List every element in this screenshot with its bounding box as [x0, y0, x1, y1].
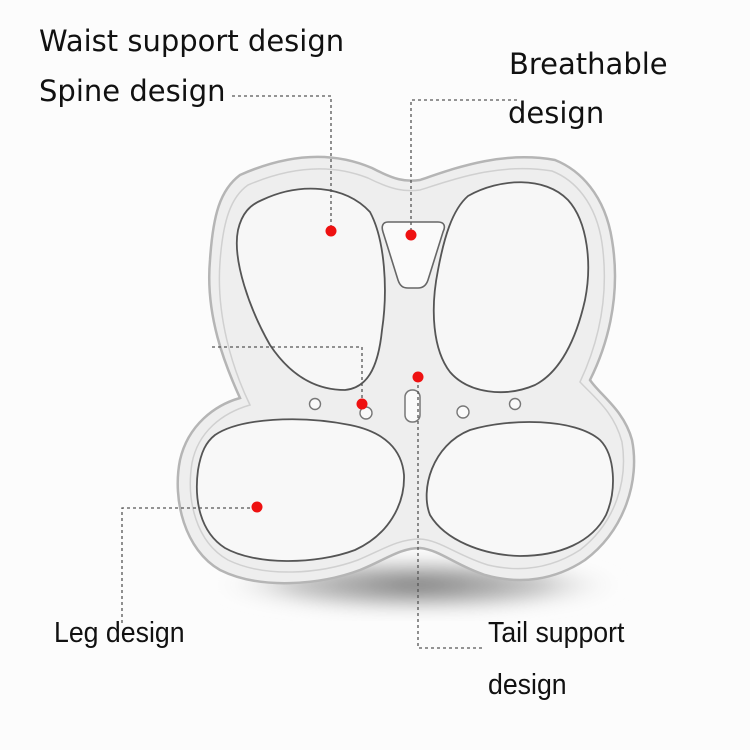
leg-label: Leg design [54, 617, 185, 649]
spine-label: Spine design [39, 74, 226, 108]
tail-support-label-line1: Tail support [488, 617, 625, 649]
waist-support-label: Waist support design [39, 24, 345, 58]
waist-support-marker [325, 225, 337, 237]
breathable-vent [381, 221, 446, 289]
breathable-leader-line [410, 99, 517, 233]
leg-leader-line [121, 507, 256, 623]
pad-lower-right [425, 421, 614, 557]
breathable-marker [405, 229, 417, 241]
breathable-label-line2: design [508, 96, 605, 130]
hole [456, 405, 470, 419]
hole [508, 397, 522, 411]
spine-marker [356, 398, 368, 410]
central-slot [404, 389, 421, 423]
pad-lower-left [195, 418, 405, 562]
pad-upper-left [235, 187, 386, 391]
middle-leader-line [212, 346, 363, 402]
pad-upper-right [432, 181, 590, 393]
tail-support-leader-line [417, 379, 484, 649]
tail-support-label-line2: design [488, 669, 567, 701]
hole [308, 397, 322, 411]
leg-marker [251, 501, 263, 513]
breathable-label-line1: Breathable [509, 47, 668, 81]
spine-leader-line [232, 95, 332, 229]
tail-support-marker [412, 371, 424, 383]
cushion-frame-rim [189, 167, 625, 573]
